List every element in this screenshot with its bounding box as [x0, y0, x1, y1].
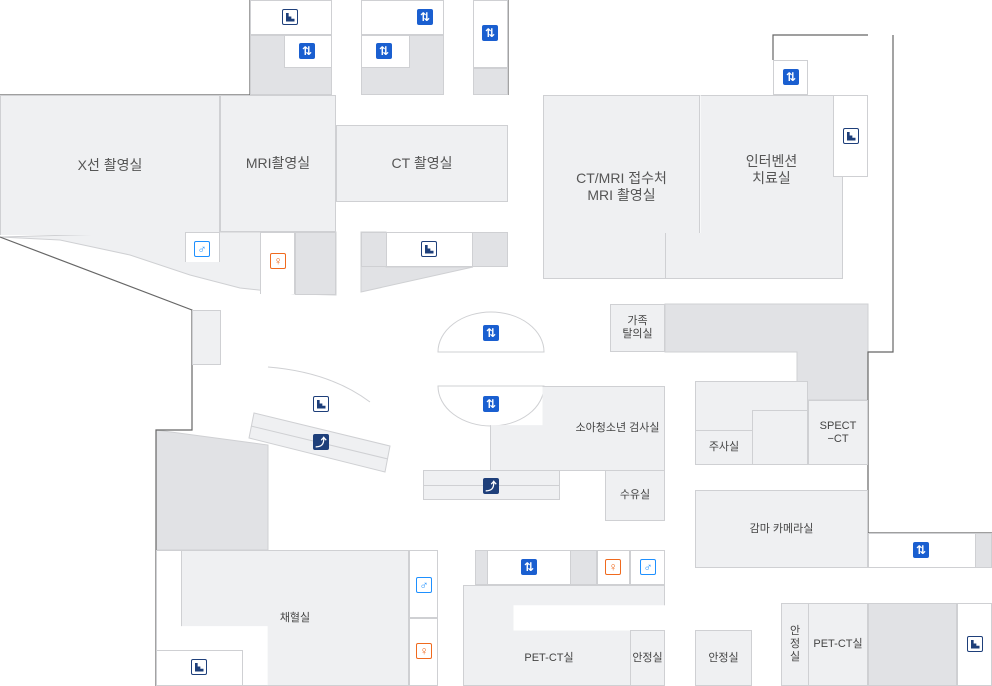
female-restroom-icon[interactable]: ♀	[605, 559, 621, 575]
room-rest-3[interactable]: 안 정 실	[781, 603, 809, 686]
elevator-icon[interactable]: ⇅	[417, 9, 433, 25]
room-spect-ct[interactable]: SPECT −CT	[808, 400, 868, 465]
male-restroom-icon[interactable]: ♂	[194, 241, 210, 257]
room-mri[interactable]: MRI촬영실	[220, 95, 336, 232]
room-label: 주사실	[708, 441, 740, 453]
male-restroom-icon[interactable]: ♂	[416, 577, 432, 593]
room-injection[interactable]: 주사실	[695, 430, 753, 465]
stairs-icon[interactable]	[967, 636, 983, 652]
service-area	[295, 232, 336, 295]
room-label: 채혈실	[279, 611, 311, 624]
stairs-icon[interactable]	[421, 241, 437, 257]
room-nursing[interactable]: 수유실	[605, 470, 665, 521]
stairs-icon[interactable]	[282, 9, 298, 25]
service-area	[475, 550, 488, 585]
room-label: X선 촬영실	[77, 157, 143, 173]
female-restroom-icon[interactable]: ♀	[270, 253, 286, 269]
restroom-male[interactable]	[409, 550, 438, 618]
escalator-icon[interactable]: ⤴	[483, 478, 499, 494]
elevator-box	[868, 533, 992, 568]
service-area	[975, 533, 992, 568]
room-label: CT 촬영실	[391, 155, 453, 171]
service-area	[473, 68, 508, 95]
stairs-icon[interactable]	[843, 128, 859, 144]
service-area	[868, 603, 957, 686]
dark-area-left	[155, 429, 269, 551]
male-restroom-icon[interactable]: ♂	[640, 559, 656, 575]
elevator-icon[interactable]: ⇅	[376, 43, 392, 59]
elevator-icon[interactable]: ⇅	[913, 542, 929, 558]
room-rest-2[interactable]: 안정실	[695, 630, 752, 686]
elevator-icon[interactable]: ⇅	[483, 396, 499, 412]
room-label: 소아청소년 검사실	[575, 422, 660, 434]
room-pet-ct-2[interactable]: PET-CT실	[808, 603, 868, 686]
female-restroom-icon[interactable]: ♀	[416, 643, 432, 659]
stairs-icon[interactable]	[191, 659, 207, 675]
room	[695, 381, 808, 431]
elevator-icon[interactable]: ⇅	[482, 25, 498, 41]
elevator-icon[interactable]: ⇅	[483, 325, 499, 341]
room-label: 수유실	[619, 489, 651, 501]
escalator-icon[interactable]: ⤴	[313, 434, 329, 450]
stairs-icon[interactable]	[313, 396, 329, 412]
room-label: PET-CT실	[813, 638, 863, 650]
room-gamma-camera[interactable]: 감마 카메라실	[695, 490, 868, 568]
room-label: 감마 카메라실	[749, 522, 814, 535]
restroom-female[interactable]	[260, 232, 295, 294]
room-label: CT/MRI 접수처 MRI 촬영실	[576, 170, 667, 203]
elevator-icon[interactable]: ⇅	[299, 43, 315, 59]
room	[752, 410, 808, 465]
room-family-changing[interactable]: 가족 탈의실	[610, 304, 665, 352]
elevator-icon[interactable]: ⇅	[783, 69, 799, 85]
curve-line	[267, 366, 371, 403]
room-label: 안정실	[708, 651, 739, 664]
room-label: SPECT −CT	[819, 419, 857, 445]
room-label: 인터벤션 치료실	[745, 152, 798, 186]
room-rest-1[interactable]: 안정실	[630, 630, 665, 686]
room-xray[interactable]: X선 촬영실	[0, 95, 220, 235]
room-ct[interactable]: CT 촬영실	[336, 125, 508, 202]
room-label: 안 정 실	[789, 625, 801, 663]
elevator-icon[interactable]: ⇅	[521, 559, 537, 575]
room-label: 안정실	[632, 651, 663, 664]
room-label: MRI촬영실	[245, 155, 311, 171]
small-room	[192, 310, 221, 365]
room-label: 가족 탈의실	[622, 315, 653, 340]
service-area	[570, 550, 597, 585]
room-label: PET-CT실	[524, 651, 574, 664]
